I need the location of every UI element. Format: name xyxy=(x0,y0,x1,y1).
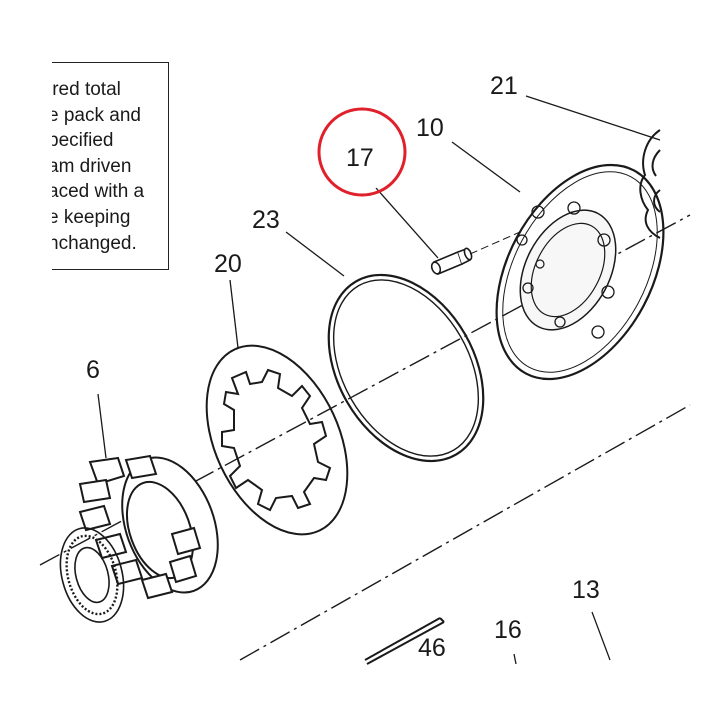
leader-6 xyxy=(97,393,107,459)
note-line: nchanged. xyxy=(52,233,137,254)
callout-16: 16 xyxy=(494,616,522,644)
part-20 xyxy=(205,344,349,536)
note-line: e keeping xyxy=(52,207,131,228)
callout-13: 13 xyxy=(572,576,600,604)
callout-23: 23 xyxy=(252,206,280,234)
leader-21 xyxy=(525,95,661,141)
bearing-partial xyxy=(59,527,125,623)
note-line: ired total xyxy=(52,79,121,100)
leader-13 xyxy=(591,611,611,661)
part-46 xyxy=(364,617,445,665)
note-line: am driven xyxy=(52,156,132,177)
part-21 xyxy=(639,129,661,239)
leader-17 xyxy=(375,187,439,259)
note-line: e pack and xyxy=(52,105,141,126)
leader-20 xyxy=(229,279,239,349)
callout-10: 10 xyxy=(416,114,444,142)
part-23 xyxy=(327,273,485,463)
callout-46: 46 xyxy=(418,634,446,662)
part-17 xyxy=(430,231,521,276)
leader-lines xyxy=(97,95,661,665)
part-10 xyxy=(495,163,665,381)
note-line: aced with a xyxy=(52,181,145,202)
part-6 xyxy=(78,454,219,600)
leader-23 xyxy=(285,231,345,277)
callout-17: 17 xyxy=(346,144,374,172)
leader-16 xyxy=(513,653,517,665)
reference-line xyxy=(239,404,691,661)
note-box: ired total e pack and pecified am driven… xyxy=(52,62,169,270)
note-line: pecified xyxy=(52,130,114,151)
highlight-circle xyxy=(317,107,407,197)
callout-6: 6 xyxy=(86,356,100,384)
leader-10 xyxy=(451,141,521,193)
callout-21: 21 xyxy=(490,72,518,100)
callout-20: 20 xyxy=(214,250,242,278)
